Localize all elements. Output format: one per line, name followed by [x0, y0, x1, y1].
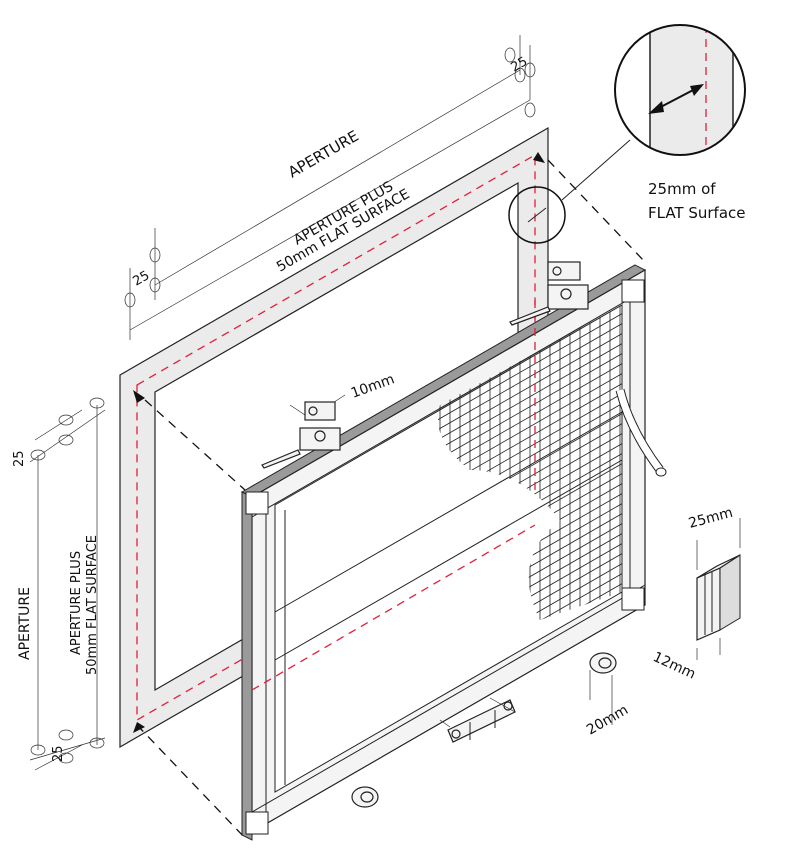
flat-surface-centerline-behind [251, 300, 536, 691]
detail-circle-small [508, 186, 566, 244]
aperture-plus-left-label: APERTURE PLUS [69, 551, 84, 655]
mesh-line [438, 578, 622, 620]
mesh-line [438, 568, 622, 620]
mesh-line [438, 348, 622, 471]
mesh-line [420, 739, 630, 859]
frame-profile [696, 518, 741, 660]
arrow-marker-top-right [533, 152, 545, 163]
mesh-line [438, 338, 622, 461]
turn-knob-bottom [351, 786, 379, 808]
top-dimensions [124, 35, 536, 340]
left-dimensions [29, 397, 106, 771]
dim-25-top-left: 25 [131, 268, 153, 289]
mesh-line [420, 779, 630, 859]
knob-size-label: 20mm [584, 702, 631, 738]
pull-handle [439, 697, 516, 743]
mesh-line [438, 308, 622, 431]
mesh-line [420, 759, 630, 859]
flat-surface-left-label: 50mm FLAT SURFACE [85, 535, 100, 675]
mesh-line [438, 318, 622, 441]
arrow-marker-top-left [133, 390, 145, 403]
turn-knob-right [589, 652, 617, 725]
mesh-line [420, 749, 630, 859]
bracket-gap-label: 10mm [349, 371, 397, 401]
detail-leader-line [561, 139, 631, 201]
mesh-line [420, 769, 630, 859]
inset-label-line2: FLAT Surface [648, 204, 746, 222]
projection-lines [136, 159, 646, 839]
dim-25-top-right: 25 [509, 54, 531, 75]
dim-25-left-top: 25 [12, 450, 27, 467]
profile-depth-label: 12mm [650, 649, 698, 683]
dim-25-left-bottom: 25 [51, 745, 66, 762]
inset-label-line1: 25mm of [648, 180, 716, 198]
aperture-top-label: APERTURE [285, 127, 362, 182]
top-bracket-right [509, 261, 589, 326]
mesh-line [420, 729, 630, 850]
top-bracket-left [261, 394, 346, 469]
aperture-left-label: APERTURE [17, 587, 33, 660]
detail-inset [614, 24, 746, 156]
mesh-line [438, 328, 622, 451]
profile-width-label: 25mm [687, 505, 735, 532]
